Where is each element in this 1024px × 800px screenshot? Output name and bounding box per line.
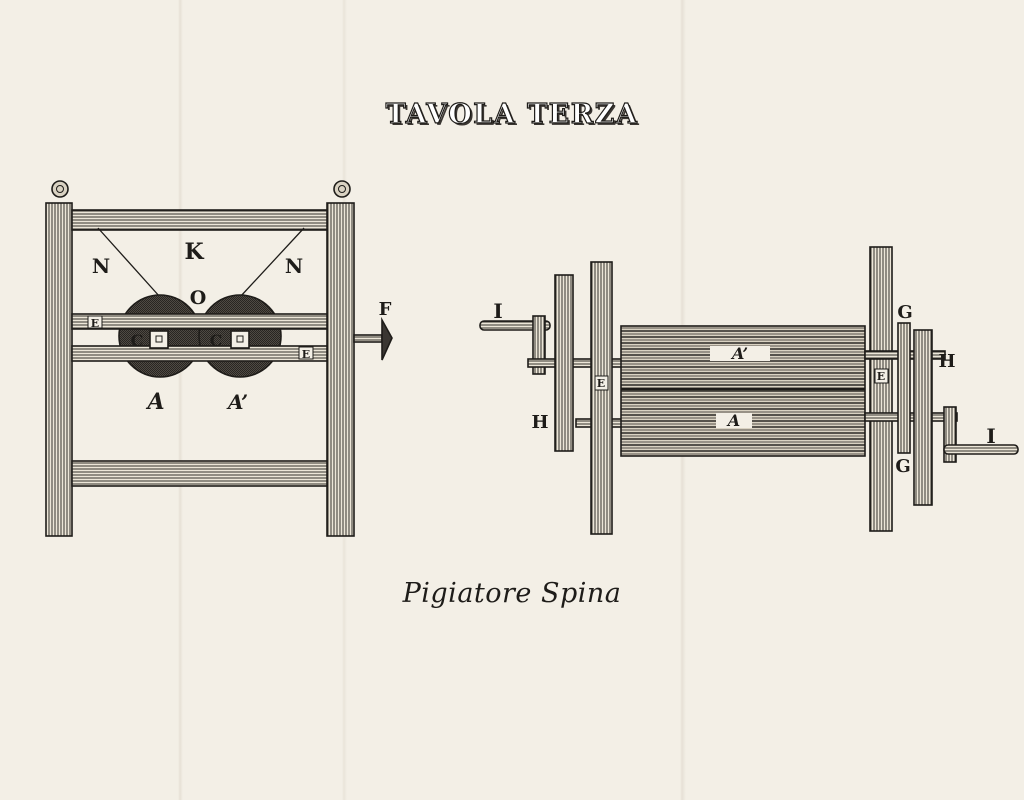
left-gear xyxy=(554,274,574,452)
left-post-knob xyxy=(51,180,69,198)
label-n-right: N xyxy=(285,254,303,278)
label-h-left: H xyxy=(531,412,548,433)
label-e-right-side: E xyxy=(877,370,885,383)
right-post xyxy=(326,202,355,537)
upper-rail xyxy=(71,313,328,330)
label-i-left: I xyxy=(493,299,502,323)
label-e-left-side: E xyxy=(597,377,605,390)
right-lower-shaft xyxy=(864,412,958,422)
label-h-right: H xyxy=(938,351,955,372)
label-o: O xyxy=(190,287,207,309)
label-a-prime-side: A’ xyxy=(730,344,748,363)
side-view-labels: I I H H E E G G A’ A xyxy=(493,299,995,477)
lower-rail xyxy=(71,345,328,362)
axle-block-c1 xyxy=(149,330,169,349)
axle-block-c2 xyxy=(230,330,250,349)
right-cord xyxy=(239,227,305,298)
label-g-bottom: G xyxy=(895,456,910,477)
label-a-side: A xyxy=(726,411,740,430)
side-view xyxy=(479,246,1019,535)
label-e-left: E xyxy=(91,317,99,330)
left-cord xyxy=(97,227,161,298)
label-c1: C xyxy=(131,331,144,350)
right-gear xyxy=(913,329,933,506)
plate-caption: Pigiatore Spina xyxy=(402,578,622,609)
crank-shaft xyxy=(353,334,383,343)
front-view-labels: K N N O E E F C C A A’ xyxy=(91,239,392,415)
label-n-left: N xyxy=(92,254,110,278)
right-handle xyxy=(943,444,1019,455)
label-e-right: E xyxy=(302,348,310,361)
bottom-beam xyxy=(71,460,328,487)
gear-g xyxy=(897,322,911,454)
label-a-prime: A’ xyxy=(226,390,248,414)
label-a: A xyxy=(145,389,164,415)
label-i-right: I xyxy=(986,424,995,448)
top-beam xyxy=(71,209,328,231)
left-post xyxy=(45,202,73,537)
left-board xyxy=(590,261,613,535)
front-view xyxy=(45,180,393,537)
label-c2: C xyxy=(210,331,223,350)
label-f: F xyxy=(379,299,392,320)
label-k: K xyxy=(184,239,204,265)
right-board xyxy=(869,246,893,532)
label-g-top: G xyxy=(897,302,912,323)
right-post-knob xyxy=(333,180,351,198)
crank-handle xyxy=(381,316,393,361)
